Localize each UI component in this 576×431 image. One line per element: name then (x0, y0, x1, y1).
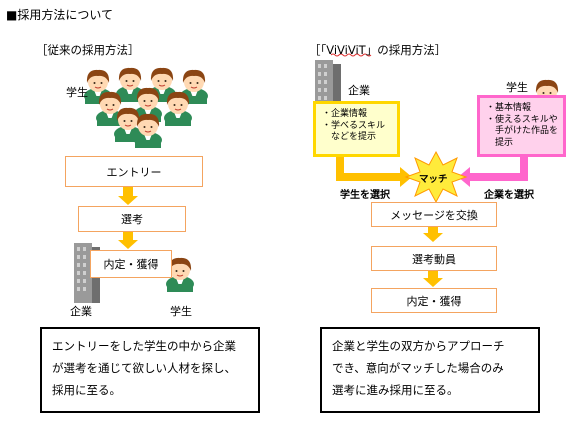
step-selection-mobilize: 選考動員 (371, 246, 497, 271)
flow-arrow-icon (118, 231, 138, 249)
flow-arrow-icon (118, 187, 138, 205)
company-info-box: ・企業情報 ・学べるスキル などを提示 (313, 101, 400, 157)
match-label: マッチ (419, 174, 448, 185)
step-selection: 選考 (78, 206, 186, 232)
student-to-match-arrow (458, 157, 528, 187)
brand-name: ViViViT (326, 43, 366, 57)
student-info-box: ・基本情報 ・使えるスキルや 手がけた作品を 提示 (477, 95, 566, 157)
student-crowd (83, 67, 209, 149)
student-person-icon (163, 91, 193, 127)
step-entry: エントリー (65, 156, 203, 187)
right-description: 企業と学生の双方からアプローチ でき、意向がマッチした場合のみ 選考に進み採用に… (320, 327, 540, 413)
left-student-label: 学生 (170, 305, 192, 318)
brand-underline (330, 53, 372, 57)
right-student-label: 学生 (506, 81, 528, 94)
left-company-label: 企業 (70, 305, 92, 318)
left-description: エントリーをした学生の中から企業 が選考を通じて欲しい人材を探し、 採用に至る。 (40, 327, 260, 413)
student-select-label: 企業を選択 (484, 190, 534, 201)
step-message-exchange: メッセージを交換 (371, 202, 497, 227)
flow-arrow-icon (423, 269, 443, 287)
company-select-label: 学生を選択 (340, 190, 390, 201)
students-label: 学生 (66, 86, 88, 99)
right-company-label: 企業 (348, 84, 370, 97)
step-offer: 内定・獲得 (90, 250, 172, 278)
left-section-title: ［従来の採用方法］ (36, 43, 140, 57)
right-section-title: ［「ViViViT」の採用方法］ (309, 43, 447, 57)
company-to-match-arrow (336, 157, 412, 187)
step-offer: 内定・獲得 (371, 288, 497, 313)
page-heading: ■採用方法について (6, 8, 113, 22)
